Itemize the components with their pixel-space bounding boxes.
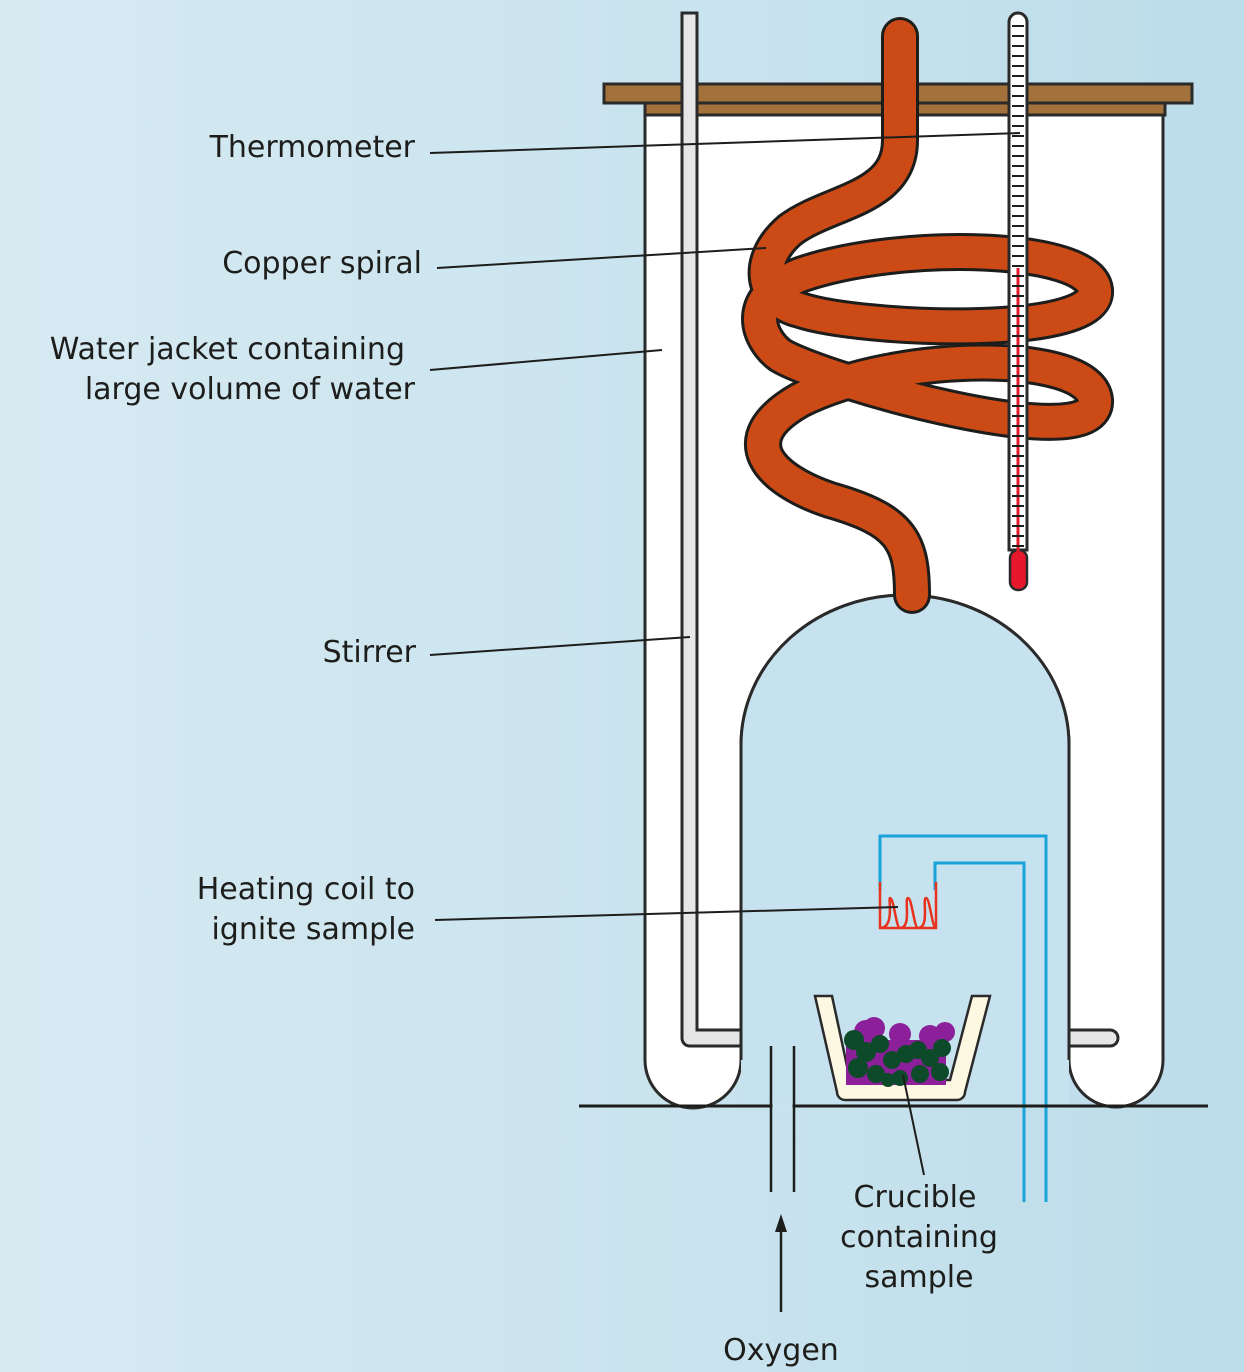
copper-spiral [741, 17, 1114, 614]
sample [844, 1017, 955, 1087]
leader-lines [429, 132, 1021, 1176]
stirrer-right-stub [1067, 1028, 1120, 1048]
bomb-chamber [741, 595, 1069, 1105]
label-oxygen: Oxygen [723, 1333, 839, 1368]
label-thermometer: Thermometer [209, 130, 416, 165]
label-heating-coil-1: Heating coil to [197, 872, 415, 907]
label-water-jacket-1: Water jacket containing [50, 332, 405, 367]
label-heating-coil-2: ignite sample [211, 912, 415, 947]
ignition-wires [878, 834, 1048, 1202]
thermometer [1007, 11, 1029, 592]
heating-coil [878, 882, 938, 930]
label-water-jacket-2: large volume of water [85, 372, 416, 407]
stirrer [680, 11, 743, 1048]
label-copper-spiral: Copper spiral [222, 246, 422, 281]
crucible [813, 994, 992, 1102]
label-crucible-1: Crucible [854, 1180, 977, 1215]
label-crucible-2: containing [840, 1220, 998, 1255]
oxygen-arrow [775, 1214, 787, 1312]
label-crucible-3: sample [864, 1260, 973, 1295]
oxygen-inlet [769, 1046, 796, 1192]
label-stirrer: Stirrer [323, 635, 417, 670]
